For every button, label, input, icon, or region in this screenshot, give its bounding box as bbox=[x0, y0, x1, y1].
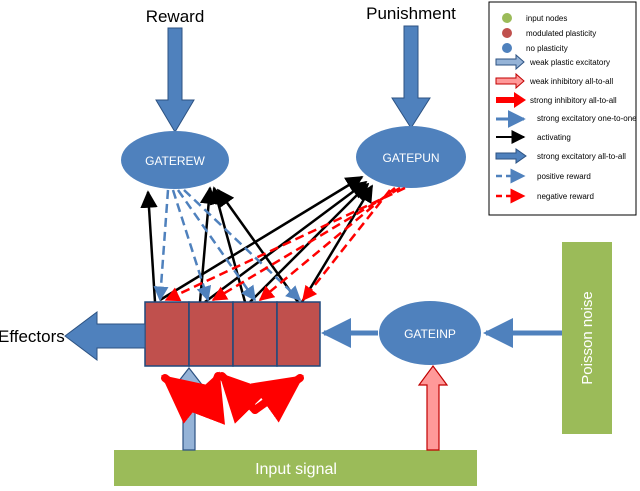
cell-3 bbox=[232, 301, 278, 367]
legend-noplast-swatch bbox=[502, 43, 512, 53]
activating-arrows-gatepun bbox=[159, 175, 374, 304]
cell-4 bbox=[276, 301, 321, 367]
negative-reward-arrows bbox=[164, 186, 406, 302]
activating-arrows-gaterew bbox=[140, 186, 300, 303]
legend-modulated-swatch bbox=[502, 28, 512, 38]
legend-strong-all-swatch bbox=[495, 148, 527, 164]
legend-pos-reward-label: positive reward bbox=[537, 172, 591, 181]
legend-strong-inh-label: strong inhibitory all-to-all bbox=[530, 96, 617, 105]
legend-weak-exc-label: weak plastic excitatory bbox=[529, 58, 610, 67]
legend-strong-inh-swatch bbox=[496, 92, 526, 108]
poisson-noise-box bbox=[562, 242, 612, 434]
gateinp-node bbox=[379, 301, 481, 365]
cell-row bbox=[144, 301, 321, 367]
legend-modulated-label: modulated plasticity bbox=[526, 29, 596, 38]
gatepun-label: GATEPUN bbox=[382, 151, 439, 165]
punishment-label: Punishment bbox=[366, 4, 456, 23]
gaterew-label: GATEREW bbox=[145, 154, 205, 168]
legend-weak-inh-label: weak inhibitory all-to-all bbox=[529, 77, 613, 86]
legend-weak-exc-swatch bbox=[495, 53, 525, 71]
legend-input-swatch bbox=[502, 13, 512, 23]
legend-neg-reward-label: negative reward bbox=[537, 192, 594, 201]
legend-activating-label: activating bbox=[537, 133, 571, 142]
gaterew-node bbox=[121, 131, 229, 189]
poisson-noise-label: Poisson noise bbox=[579, 291, 596, 384]
legend-strong-one-label: strong excitatory one-to-one bbox=[537, 114, 637, 123]
legend: input nodes modulated plasticity no plas… bbox=[488, 1, 637, 216]
gatepun-node bbox=[356, 126, 466, 188]
effectors-arrow bbox=[64, 311, 146, 361]
legend-weak-inh-swatch bbox=[495, 72, 525, 90]
effectors-label: Effectors bbox=[0, 327, 65, 346]
punishment-arrow bbox=[391, 25, 431, 129]
reward-arrow bbox=[155, 27, 195, 133]
gateinp-label: GATEINP bbox=[404, 327, 456, 341]
input-to-gateinp-arrow bbox=[417, 364, 449, 451]
cell-2 bbox=[188, 301, 234, 367]
reward-label: Reward bbox=[146, 7, 205, 26]
strong-inhibitory-arrows bbox=[161, 371, 304, 425]
cell-1 bbox=[144, 301, 190, 367]
legend-noplast-label: no plasticity bbox=[526, 44, 568, 53]
legend-input-label: input nodes bbox=[526, 14, 567, 23]
input-signal-label: Input signal bbox=[255, 461, 337, 478]
legend-strong-all-label: strong excitatory all-to-all bbox=[537, 152, 626, 161]
input-signal-bar bbox=[114, 450, 477, 486]
